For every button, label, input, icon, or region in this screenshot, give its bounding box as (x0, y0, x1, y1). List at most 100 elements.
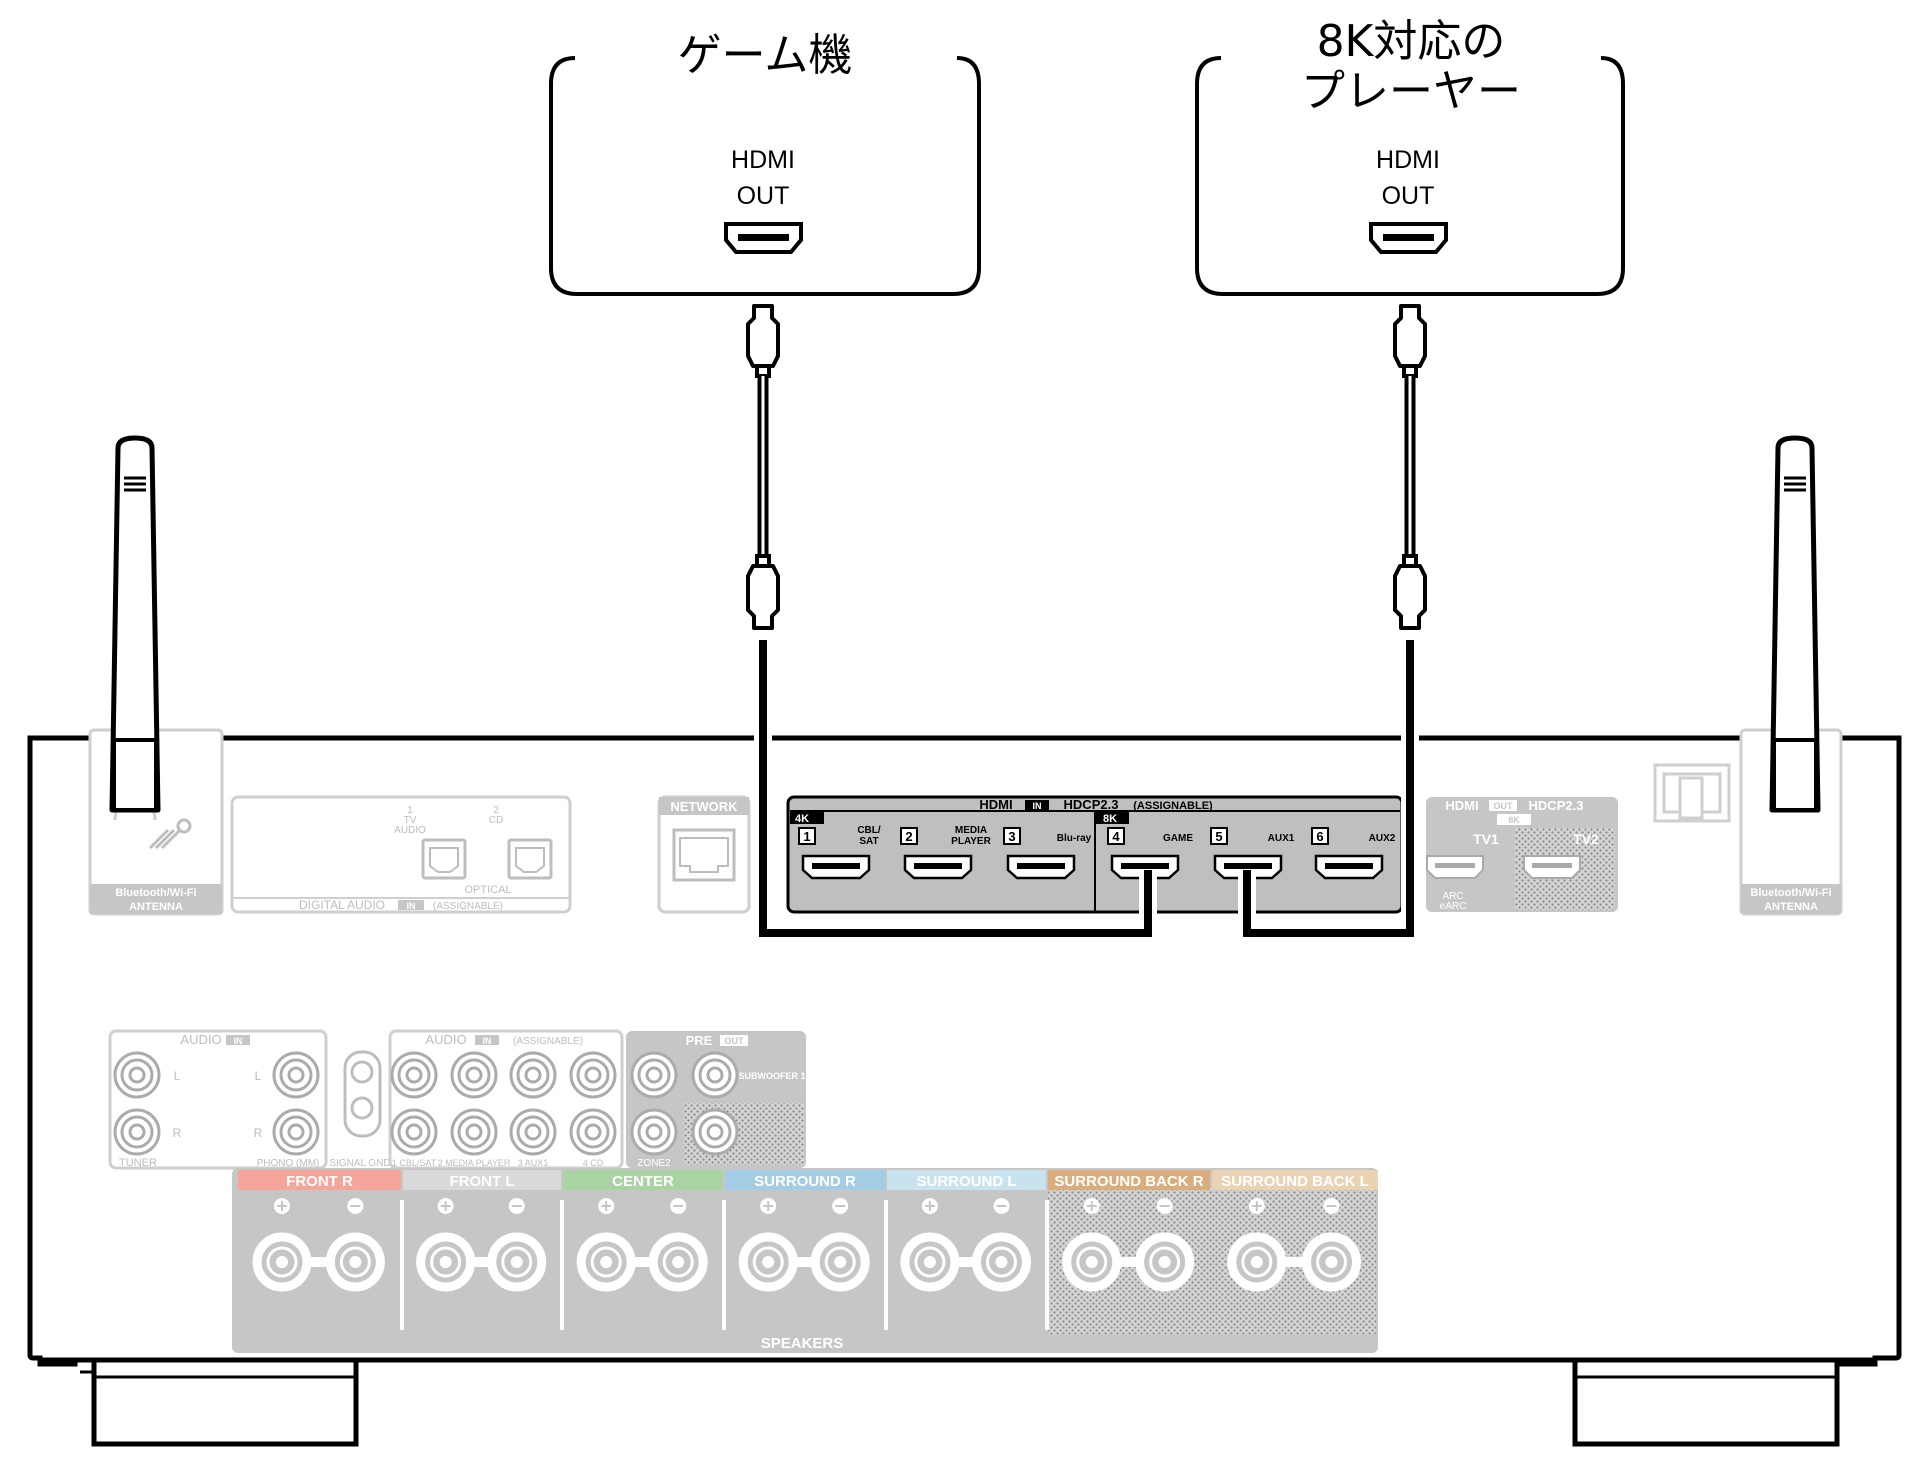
hdmi-in-badge: IN (1033, 801, 1042, 811)
network-label: NETWORK (670, 799, 738, 814)
hdmi-out-badge: OUT (1494, 801, 1514, 811)
player-hdmi-out-port[interactable] (1369, 222, 1448, 254)
ethernet-port[interactable] (672, 828, 736, 882)
hdmi-input-number: 1 (803, 829, 810, 844)
hdmi-input-label: AUX2 (1369, 833, 1396, 844)
hdmi-out-tv1-port[interactable] (1426, 855, 1484, 879)
audio-assign-in-badge: IN (483, 1036, 492, 1046)
hdmi-out-title: HDMI (1445, 798, 1478, 813)
speaker-terminal-minus[interactable] (1135, 1232, 1195, 1292)
hdmi-input-port-2[interactable] (903, 854, 973, 880)
speaker-terminal-minus[interactable] (810, 1232, 870, 1292)
hdmi-input-label: GAME (1163, 833, 1193, 844)
hdmi-input-port-5[interactable] (1213, 854, 1283, 880)
hdmi-4k-badge: 4K (795, 813, 809, 825)
game-hdmi-out-port[interactable] (724, 222, 803, 254)
tuner-label: TUNER (119, 1157, 157, 1169)
hdmi-input-number-box (1107, 827, 1125, 845)
hdmi-input-port-3[interactable] (1006, 854, 1076, 880)
pre-out-title: PRE (686, 1033, 713, 1048)
speaker-terminal-minus[interactable] (648, 1232, 708, 1292)
speaker-terminal-plus[interactable] (576, 1232, 636, 1292)
audio-in-title: AUDIO (180, 1032, 221, 1047)
speaker-group-label: FRONT R (286, 1173, 353, 1190)
audio-in-jack-l[interactable] (450, 1051, 498, 1099)
signal-gnd-label: SIGNAL GND (329, 1158, 390, 1169)
8k-player-device: 8K対応の プレーヤー HDMI OUT (1195, 16, 1625, 296)
zone2-r-jack[interactable] (630, 1108, 678, 1156)
audio-in-jack-r[interactable] (509, 1108, 557, 1156)
speaker-group-label: FRONT L (450, 1173, 515, 1190)
game-hdmi-label: HDMI (731, 146, 795, 174)
audio-in-jack-r[interactable] (390, 1108, 438, 1156)
speaker-terminal-plus[interactable] (1062, 1232, 1122, 1292)
audio-in-r-1: R (173, 1126, 182, 1140)
subwoofer2-jack[interactable] (691, 1108, 739, 1156)
subwoofer1-jack[interactable] (691, 1051, 739, 1099)
hdmi-input-number: 4 (1112, 829, 1120, 844)
speaker-terminal-minus[interactable] (487, 1232, 547, 1292)
audio-in-jack-l[interactable] (509, 1051, 557, 1099)
right-antenna-label-1: Bluetooth/Wi-Fi (1750, 887, 1831, 899)
player-out-label: OUT (1382, 182, 1435, 210)
hdmi-input-6: 6 AUX2 (1311, 827, 1396, 880)
hdmi-input-label: Blu-ray (1057, 833, 1092, 844)
audio-assign-title: AUDIO (425, 1032, 466, 1047)
zone2-l-jack[interactable] (630, 1051, 678, 1099)
game-out-label: OUT (737, 182, 790, 210)
speaker-terminal-plus[interactable] (1227, 1232, 1287, 1292)
audio-in-jack-r[interactable] (569, 1108, 617, 1156)
subwoofer-label: SUBWOOFER 1 (738, 1071, 805, 1081)
speaker-group-surround-r: SURROUND R (725, 1170, 885, 1292)
tuner-r-jack[interactable] (113, 1108, 161, 1156)
speaker-terminal-plus[interactable] (738, 1232, 798, 1292)
hdmi-input-number: 6 (1316, 829, 1323, 844)
hdmi-out-tv2-port[interactable] (1523, 855, 1581, 879)
digital-audio-assignable: (ASSIGNABLE) (433, 901, 503, 912)
speaker-terminal-minus[interactable] (325, 1232, 385, 1292)
right-antenna-label-2: ANTENNA (1764, 901, 1818, 913)
player-hdmi-cable (1238, 304, 1427, 942)
phono-r-jack[interactable] (272, 1108, 320, 1156)
audio-in-jack-r[interactable] (450, 1108, 498, 1156)
audio-in-assign-label: 4 CD (583, 1158, 604, 1168)
optical-port-1[interactable] (421, 838, 467, 880)
speaker-group-surround-l: SURROUND L (887, 1170, 1046, 1292)
phono-l-jack[interactable] (272, 1051, 320, 1099)
hdmi-input-port-6[interactable] (1314, 854, 1384, 880)
speaker-group-front-l: FRONT L (403, 1170, 561, 1292)
right-foot (1572, 1362, 1840, 1447)
audio-in-jack-l[interactable] (569, 1051, 617, 1099)
speaker-group-label: SURROUND BACK R (1054, 1173, 1203, 1190)
audio-assign-assignable: (ASSIGNABLE) (513, 1036, 583, 1047)
hdmi-input-label-2: PLAYER (951, 836, 991, 847)
speaker-terminal-plus[interactable] (416, 1232, 476, 1292)
optical-port-2[interactable] (507, 838, 553, 880)
speaker-terminal-plus[interactable] (252, 1232, 312, 1292)
speaker-group-surround-back-l: SURROUND BACK L (1212, 1170, 1378, 1292)
hdmi-out-hdcp: HDCP2.3 (1529, 798, 1584, 813)
hdmi-input-number-box (1003, 827, 1021, 845)
hdmi-in-title: HDMI (979, 797, 1012, 812)
tuner-l-jack[interactable] (113, 1051, 161, 1099)
hdmi-input-port-4[interactable] (1110, 854, 1180, 880)
digital-audio-in-panel: DIGITAL AUDIO IN (ASSIGNABLE) OPTICAL 1 … (230, 795, 572, 914)
bracket-icon (1653, 763, 1731, 823)
game-console-device: ゲーム機 HDMI OUT (549, 30, 981, 296)
phono-label: PHONO (MM) (257, 1158, 320, 1169)
minus-icon (1323, 1198, 1340, 1214)
speaker-terminal-minus[interactable] (971, 1232, 1031, 1292)
signal-gnd-terminal[interactable] (343, 1050, 382, 1138)
audio-in-jack-l[interactable] (390, 1051, 438, 1099)
hdmi-input-label: MEDIA (955, 825, 987, 836)
game-console-label: ゲーム機 (678, 30, 853, 81)
minus-icon (1156, 1198, 1173, 1214)
speaker-terminal-minus[interactable] (1302, 1232, 1362, 1292)
speaker-terminal-plus[interactable] (900, 1232, 960, 1292)
audio-in-panel: AUDIO IN L R L R TUNER PHONO (MM) SIGNAL… (108, 1029, 391, 1170)
hdmi-input-port-1[interactable] (801, 854, 871, 880)
